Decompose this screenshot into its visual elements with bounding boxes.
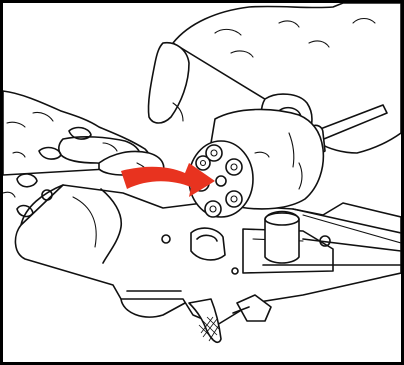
revolver-cylinder [189, 109, 323, 217]
revolver-illustration [3, 3, 401, 362]
